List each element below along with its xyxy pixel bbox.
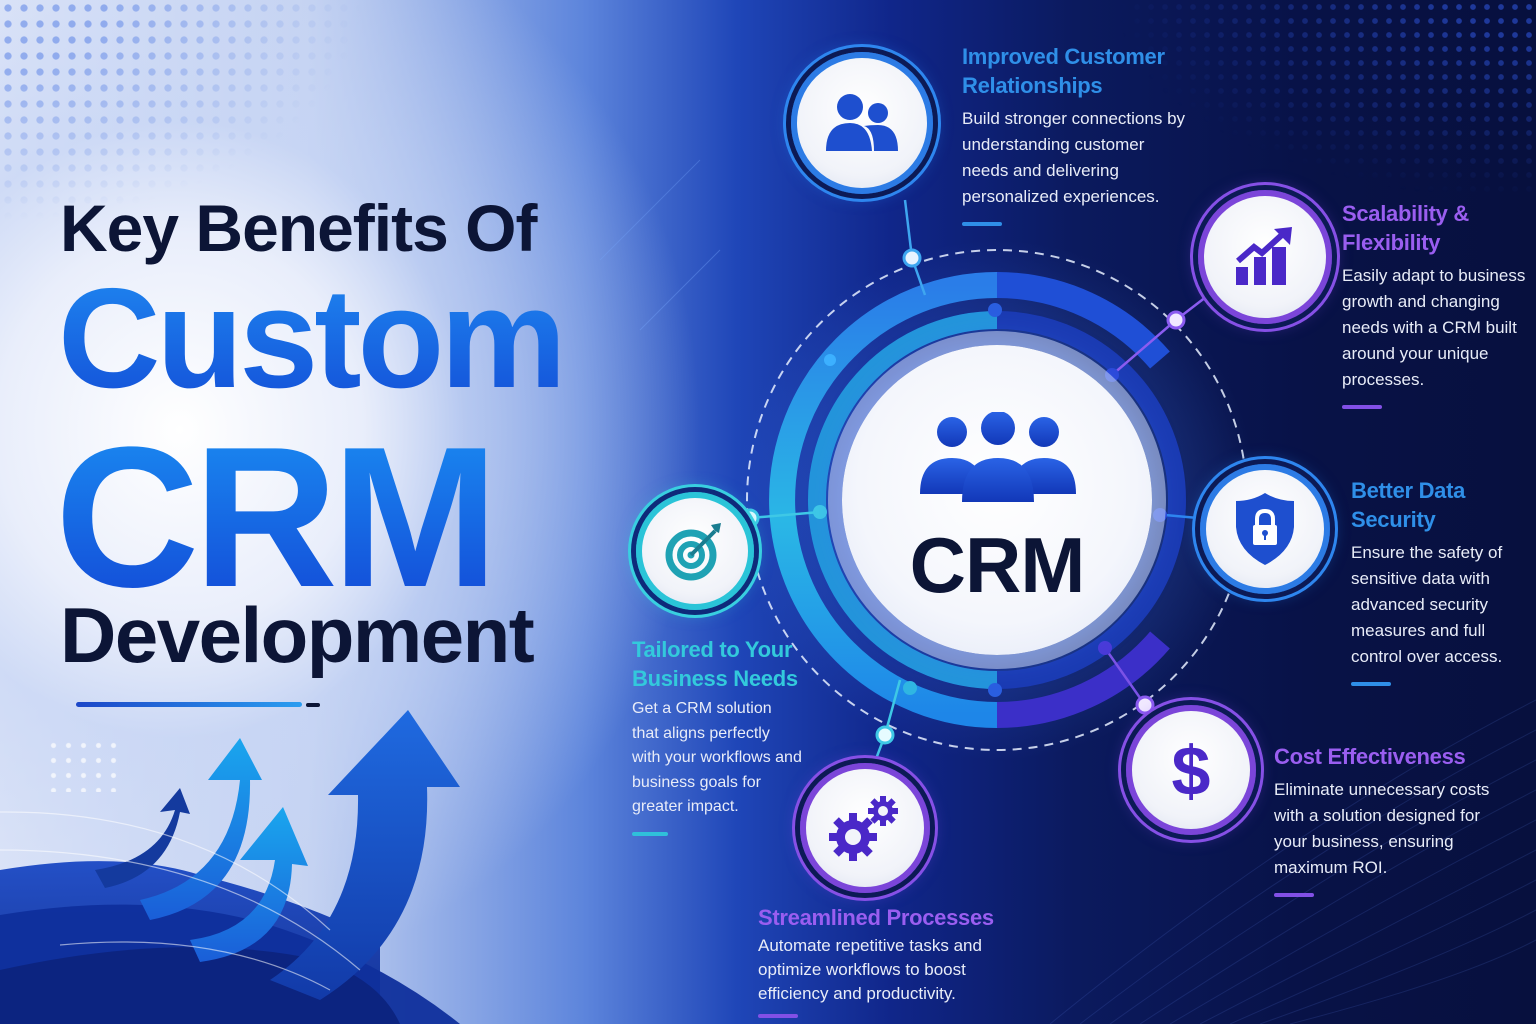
benefit-heading: Tailored to Your xyxy=(632,637,793,662)
benefit-heading: Relationships xyxy=(962,73,1103,98)
growth-arrows-illustration xyxy=(0,710,460,1024)
benefit-accent-bar xyxy=(962,222,1002,226)
benefit-description: Automate repetitive tasks and optimize w… xyxy=(758,936,982,1003)
group-users-icon xyxy=(920,412,1076,502)
benefit-improved-customer-relationships: Improved Customer Relationships Build st… xyxy=(962,42,1212,226)
title-line-4: Development xyxy=(60,591,535,679)
benefit-streamlined-processes: Streamlined Processes Automate repetitiv… xyxy=(758,903,1038,1018)
node-streamlined-processes[interactable] xyxy=(800,763,930,893)
svg-text:$: $ xyxy=(1172,735,1211,805)
growth-chart-icon xyxy=(1236,227,1292,285)
benefit-description: Get a CRM solution that aligns perfectly… xyxy=(632,700,802,815)
benefit-heading: Cost Effectiveness xyxy=(1274,744,1466,769)
benefit-accent-bar xyxy=(1342,405,1382,409)
benefit-heading: Business Needs xyxy=(632,666,798,691)
benefit-heading: Better Data xyxy=(1351,478,1466,503)
benefit-cost-effectiveness: Cost Effectiveness Eliminate unnecessary… xyxy=(1274,742,1524,897)
benefit-scalability-flexibility: Scalability & Flexibility Easily adapt t… xyxy=(1342,199,1532,409)
users-icon xyxy=(826,94,898,151)
benefit-accent-bar xyxy=(1351,682,1391,686)
benefit-description: Easily adapt to business growth and chan… xyxy=(1342,266,1526,389)
node-tailored-business-needs[interactable] xyxy=(636,492,754,610)
benefit-accent-bar xyxy=(632,831,668,836)
benefit-heading: Flexibility xyxy=(1342,230,1441,255)
node-better-data-security[interactable] xyxy=(1200,464,1330,594)
benefit-tailored-business-needs: Tailored to Your Business Needs Get a CR… xyxy=(632,635,807,836)
benefit-description: Build stronger connections by understand… xyxy=(962,109,1186,206)
benefit-heading: Security xyxy=(1351,507,1436,532)
benefit-description: Eliminate unnecessary costs with a solut… xyxy=(1274,780,1490,877)
title-line-2: Custom xyxy=(58,259,567,418)
benefit-accent-bar xyxy=(1274,893,1314,897)
title-line-1: Key Benefits Of xyxy=(60,191,537,265)
title-underline-accent xyxy=(306,703,320,707)
title-underline xyxy=(76,702,302,707)
target-icon xyxy=(665,523,721,581)
benefit-description: Ensure the safety of sensitive data with… xyxy=(1351,543,1503,666)
halftone-dots-top-right xyxy=(1116,0,1536,200)
benefit-better-data-security: Better Data Security Ensure the safety o… xyxy=(1351,476,1531,686)
node-improved-customer-relationships[interactable] xyxy=(791,52,933,194)
benefit-heading: Improved Customer xyxy=(962,44,1165,69)
halftone-dots-top-left xyxy=(0,0,360,220)
benefit-heading: Scalability & xyxy=(1342,201,1469,226)
node-cost-effectiveness[interactable]: $ xyxy=(1126,705,1256,835)
title-line-3: CRM xyxy=(55,406,498,629)
decorative-dot-grid xyxy=(46,738,118,792)
shield-lock-icon xyxy=(1236,493,1294,565)
dollar-icon: $ xyxy=(1172,735,1211,805)
benefit-heading: Streamlined Processes xyxy=(758,905,994,930)
gears-icon xyxy=(829,796,898,861)
benefit-accent-bar xyxy=(758,1014,798,1018)
node-scalability-flexibility[interactable] xyxy=(1198,190,1332,324)
crm-hub-label: CRM xyxy=(909,521,1086,609)
